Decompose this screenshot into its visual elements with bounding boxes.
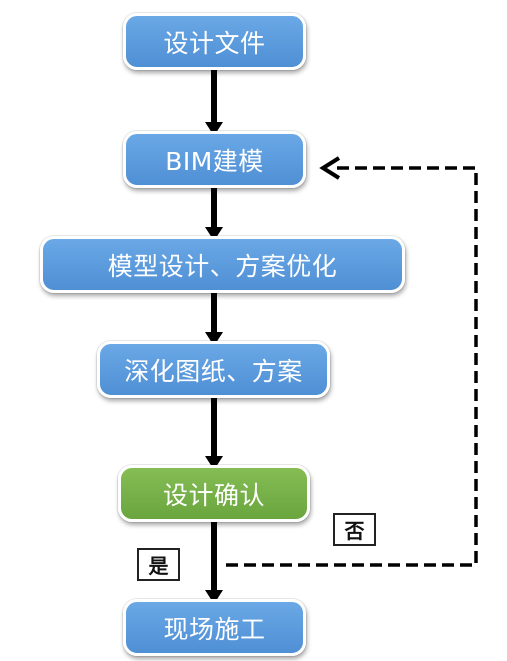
node-design-file-label: 设计文件 [163, 28, 266, 58]
node-design-confirm: 设计确认 [118, 465, 310, 522]
label-yes-text: 是 [148, 554, 169, 578]
node-site-construction-label: 现场施工 [163, 614, 266, 644]
label-yes: 是 [137, 548, 180, 581]
node-deepen-drawings-label: 深化图纸、方案 [124, 356, 303, 386]
label-no-text: 否 [344, 519, 365, 543]
node-site-construction: 现场施工 [123, 599, 306, 656]
node-deepen-drawings: 深化图纸、方案 [97, 341, 330, 398]
down-arrow-3 [205, 291, 223, 346]
node-bim-modeling: BIM建模 [123, 131, 306, 188]
node-bim-modeling-label: BIM建模 [165, 146, 264, 176]
down-arrow-5 [205, 522, 223, 604]
node-design-file: 设计文件 [123, 13, 306, 70]
down-arrow-4 [205, 396, 223, 470]
down-arrow-1 [205, 70, 223, 136]
feedback-dashed-arrow [226, 156, 478, 567]
node-model-design: 模型设计、方案优化 [40, 236, 405, 293]
node-design-confirm-label: 设计确认 [162, 480, 265, 510]
label-no: 否 [333, 513, 376, 546]
node-model-design-label: 模型设计、方案优化 [107, 251, 338, 281]
down-arrow-2 [205, 186, 223, 241]
